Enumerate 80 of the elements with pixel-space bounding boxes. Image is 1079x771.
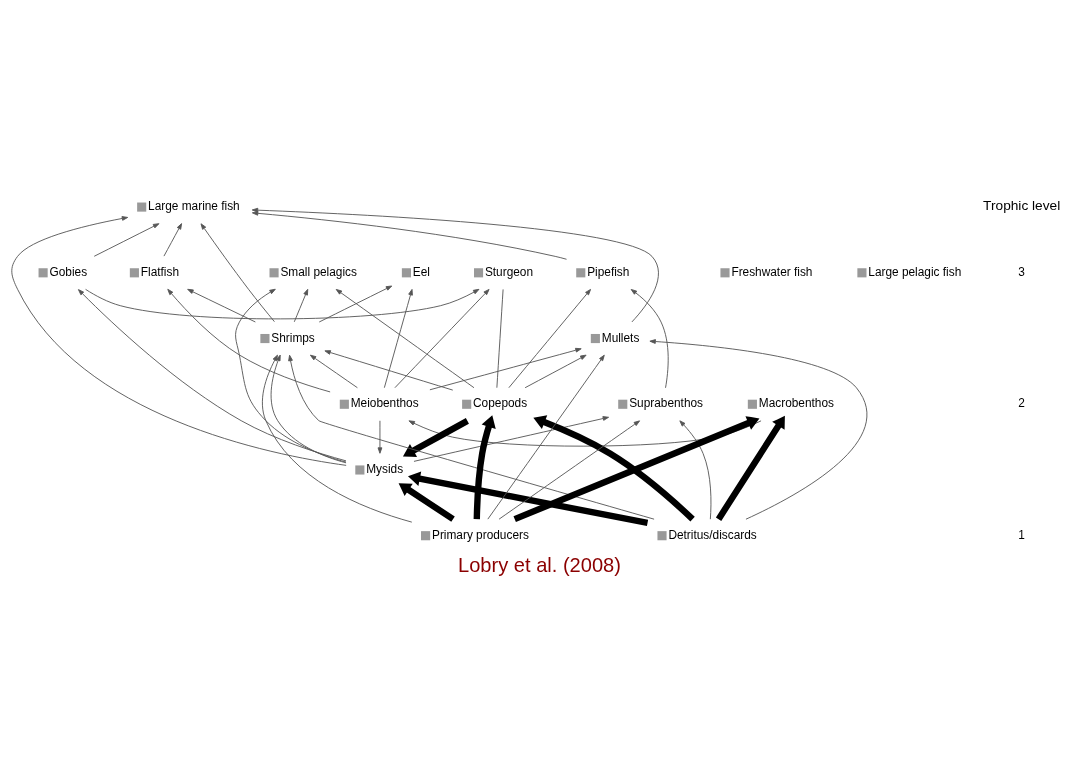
- arrow: [398, 482, 455, 522]
- arrow: [93, 222, 160, 257]
- label: 3: [1018, 264, 1025, 279]
- node-box: [576, 267, 586, 277]
- arrow: [630, 288, 669, 388]
- arrow: [508, 288, 591, 388]
- arrow: [473, 414, 496, 519]
- node-label: Detritus/discards: [668, 527, 757, 542]
- node-box: [462, 399, 472, 409]
- arrow: [78, 288, 347, 461]
- arrow: [377, 419, 383, 454]
- node-label: Shrimps: [271, 330, 315, 345]
- arrow: [524, 354, 587, 388]
- arrow: [261, 354, 413, 523]
- node-label: Sturgeon: [484, 264, 534, 279]
- node-label: Large marine fish: [148, 198, 240, 213]
- node-label: Pipefish: [587, 264, 630, 279]
- arrow: [85, 288, 480, 319]
- arrow: [394, 288, 490, 388]
- node-label: Small pelagics: [280, 264, 357, 279]
- node-label: Large pelagic fish: [868, 264, 962, 279]
- node-box: [260, 333, 270, 343]
- node-label: Flatfish: [140, 264, 180, 279]
- arrow: [324, 349, 454, 391]
- label: Trophic level: [983, 197, 1061, 213]
- connector: [496, 288, 504, 388]
- node-box: [720, 267, 730, 277]
- node-label: Mullets: [601, 330, 640, 345]
- node-label: Primary producers: [431, 527, 529, 542]
- arrow: [533, 414, 695, 521]
- node-box: [339, 399, 349, 409]
- arrow: [270, 354, 347, 463]
- arrow: [318, 285, 393, 322]
- node-box: [401, 267, 411, 277]
- label: 2: [1018, 395, 1025, 410]
- node-box: [38, 267, 48, 277]
- arrow: [383, 288, 413, 388]
- node-label: Mysids: [366, 461, 404, 476]
- arrow: [679, 419, 712, 520]
- node-label: Meiobenthos: [350, 395, 419, 410]
- arrow: [649, 338, 868, 520]
- arrow: [715, 415, 785, 521]
- node-box: [473, 267, 484, 277]
- node-box: [590, 333, 600, 343]
- arrow: [163, 222, 183, 257]
- node-box: [269, 267, 279, 277]
- node-box: [657, 530, 667, 540]
- arrow: [251, 210, 567, 260]
- arrow: [335, 288, 475, 388]
- arrow: [402, 417, 469, 457]
- label: 1: [1018, 527, 1025, 542]
- node-box: [421, 530, 431, 540]
- arrow: [187, 288, 256, 322]
- node-box: [129, 267, 139, 277]
- arrow: [487, 354, 605, 520]
- arrow: [11, 215, 347, 466]
- node-box: [618, 399, 628, 409]
- arrow: [408, 470, 649, 526]
- node-box: [857, 267, 867, 277]
- node-box: [137, 202, 147, 212]
- node-label: Suprabenthos: [629, 395, 704, 410]
- arrow: [167, 288, 331, 392]
- arrow: [251, 207, 659, 322]
- arrow: [513, 415, 760, 522]
- arrow: [309, 354, 358, 388]
- node-label: Macrobenthos: [758, 395, 834, 410]
- node-label: Freshwater fish: [731, 264, 813, 279]
- node-label: Gobies: [49, 264, 88, 279]
- arrow: [498, 419, 641, 520]
- node-label: Eel: [412, 264, 430, 279]
- caption: Lobry et al. (2008): [458, 553, 621, 576]
- arrow: [429, 347, 582, 390]
- node-label: Copepods: [473, 395, 528, 410]
- arrow: [200, 222, 275, 322]
- arrow: [413, 415, 610, 462]
- node-box: [355, 464, 365, 475]
- arrow: [293, 288, 309, 322]
- arrow: [288, 354, 655, 520]
- arrow: [235, 288, 347, 463]
- node-box: [747, 399, 757, 409]
